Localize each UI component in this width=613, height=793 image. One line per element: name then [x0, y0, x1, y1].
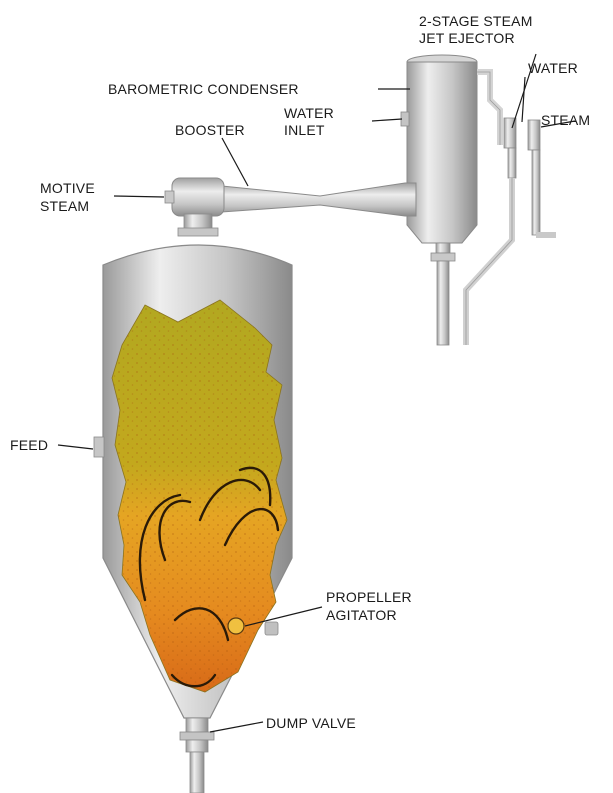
- feed-nozzle: [94, 437, 104, 457]
- booster: [165, 178, 416, 236]
- label-ejector-line2: JET EJECTOR: [419, 30, 515, 46]
- propeller-agitator-icon: [228, 618, 244, 634]
- label-propeller-line1: PROPELLER: [326, 589, 412, 605]
- label-feed: FEED: [10, 437, 48, 453]
- label-motive-steam-line2: STEAM: [40, 198, 89, 214]
- water-inlet-nozzle: [401, 112, 409, 126]
- label-water: WATER: [528, 60, 578, 76]
- label-ejector-line1: 2-STAGE STEAM: [419, 13, 533, 29]
- label-water-inlet-line1: WATER: [284, 105, 334, 121]
- label-barometric-condenser: BAROMETRIC CONDENSER: [108, 81, 299, 97]
- label-water-inlet-line2: INLET: [284, 122, 325, 138]
- label-steam: STEAM: [541, 112, 590, 128]
- liquid-cutaway: [112, 300, 287, 692]
- label-propeller-line2: AGITATOR: [326, 607, 397, 623]
- label-dump-valve: DUMP VALVE: [266, 715, 356, 731]
- label-booster: BOOSTER: [175, 122, 245, 138]
- label-motive-steam-line1: MOTIVE: [40, 180, 95, 196]
- motive-steam-nozzle: [165, 191, 174, 203]
- dump-valve: [180, 718, 214, 793]
